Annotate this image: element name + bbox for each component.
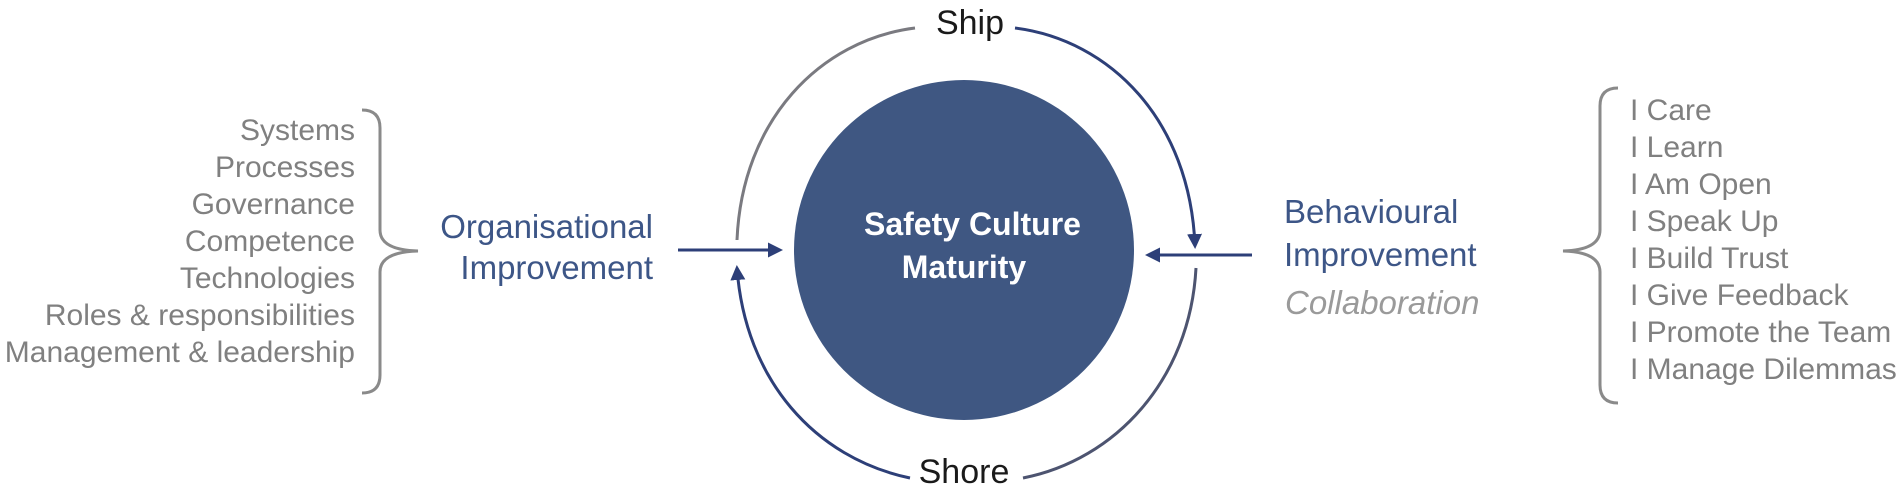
organisational-heading: Organisational Improvement xyxy=(440,206,653,288)
collaboration-subheading: Collaboration xyxy=(1285,284,1480,321)
cycle-label-shore: Shore xyxy=(918,453,1010,491)
list-item: I Manage Dilemmas xyxy=(1630,353,1897,386)
list-item: Technologies xyxy=(179,262,355,295)
list-item: Systems xyxy=(239,114,355,147)
center-circle xyxy=(794,80,1134,420)
list-item: I Build Trust xyxy=(1630,242,1789,275)
organisational-list: Systems Processes Governance Competence … xyxy=(5,112,355,371)
arc-bottom-left xyxy=(730,265,911,480)
list-item: I Speak Up xyxy=(1630,205,1779,238)
center-title-line1: Safety Culture xyxy=(864,206,1081,242)
arc-top-left xyxy=(735,26,916,241)
list-item: I Am Open xyxy=(1630,168,1772,201)
cycle-label-ship: Ship xyxy=(935,4,1005,42)
behavioural-heading: Behavioural Improvement xyxy=(1284,190,1477,276)
list-item: I Give Feedback xyxy=(1630,279,1849,312)
list-item: Management & leadership xyxy=(4,336,355,369)
behavioural-heading-line2: Improvement xyxy=(1284,236,1477,273)
list-item: I Learn xyxy=(1630,131,1724,164)
list-item: I Promote the Team xyxy=(1630,316,1892,349)
organisational-heading-line2: Improvement xyxy=(460,249,653,286)
list-item: Processes xyxy=(214,151,355,184)
list-item: I Care xyxy=(1630,94,1712,127)
arc-bottom-right xyxy=(1022,267,1198,480)
behavioural-list: I Care I Learn I Am Open I Speak Up I Bu… xyxy=(1630,92,1897,388)
center-title: Safety Culture Maturity xyxy=(864,203,1081,289)
arc-top-right xyxy=(1014,26,1203,249)
list-item: Governance xyxy=(191,188,355,221)
list-item: Roles & responsibilities xyxy=(44,299,355,332)
left-brace xyxy=(361,108,419,395)
list-item: Competence xyxy=(184,225,355,258)
behavioural-heading-line1: Behavioural xyxy=(1284,193,1459,230)
organisational-heading-line1: Organisational xyxy=(440,208,653,245)
right-brace xyxy=(1562,86,1619,405)
center-title-line2: Maturity xyxy=(901,249,1027,285)
